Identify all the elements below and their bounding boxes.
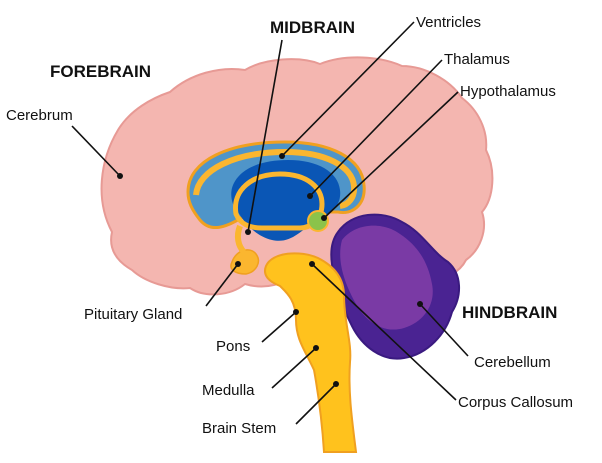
corpus-callosum-label: Corpus Callosum bbox=[458, 394, 573, 411]
hypothalamus-label: Hypothalamus bbox=[460, 83, 556, 100]
pituitary-gland-label: Pituitary Gland bbox=[84, 306, 182, 323]
thalamus-label: Thalamus bbox=[444, 51, 510, 68]
medulla-label: Medulla bbox=[202, 382, 255, 399]
forebrain-label: FOREBRAIN bbox=[50, 62, 151, 81]
ventricles-label: Ventricles bbox=[416, 14, 481, 31]
hypothalamus-shape bbox=[307, 210, 329, 232]
cerebrum-label: Cerebrum bbox=[6, 107, 73, 124]
leader-lines bbox=[71, 21, 469, 425]
pituitary-stalk bbox=[234, 224, 247, 255]
cerebellum-label: Cerebellum bbox=[474, 354, 551, 371]
corpus-callosum-arch bbox=[193, 148, 358, 209]
brain-stem-label: Brain Stem bbox=[202, 420, 276, 437]
thalamus-loop bbox=[233, 171, 325, 231]
cerebellum-lobe bbox=[340, 225, 433, 330]
pons-label: Pons bbox=[216, 338, 250, 355]
midbrain-label: MIDBRAIN bbox=[270, 18, 355, 37]
hindbrain-label: HINDBRAIN bbox=[462, 303, 557, 322]
